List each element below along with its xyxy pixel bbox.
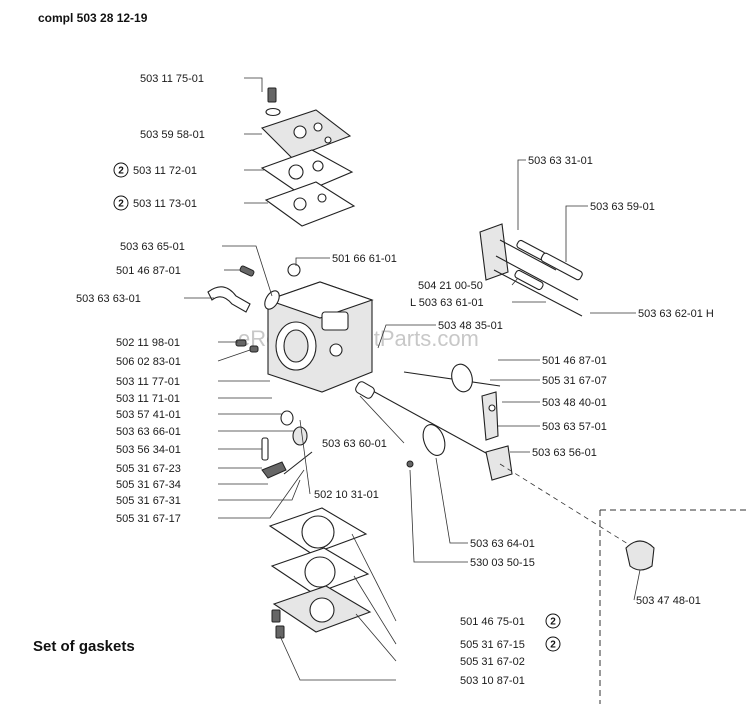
adjusting-needles-drawing — [479, 223, 583, 317]
part-label: 503 11 72-01 — [133, 165, 197, 177]
qty-badge: 2 — [113, 195, 129, 211]
part-label: 503 63 31-01 — [528, 155, 593, 167]
part-label: 503 63 64-01 — [470, 538, 535, 550]
part-label: 501 66 61-01 — [332, 253, 397, 265]
carburetor-body-drawing — [266, 281, 374, 393]
qty-badge: 2 — [545, 613, 561, 629]
intake-fitting-drawing — [625, 540, 655, 571]
part-label: 503 56 34-01 — [116, 444, 181, 456]
part-label: 505 31 67-07 — [542, 375, 607, 387]
qty-badge: 2 — [545, 636, 561, 652]
part-label: 502 11 98-01 — [116, 337, 180, 349]
part-label: 505 31 67-15 — [460, 639, 525, 651]
part-labels: 503 11 75-01 503 59 58-01 503 11 72-01 5… — [76, 73, 714, 687]
small-parts-left-drawing — [235, 263, 313, 479]
part-label: 503 59 58-01 — [140, 129, 205, 141]
part-label: 503 63 66-01 — [116, 426, 181, 438]
part-label: 504 21 00-50 — [418, 280, 483, 292]
part-label: 503 57 41-01 — [116, 409, 181, 421]
svg-text:2: 2 — [550, 617, 556, 628]
part-label: 503 63 62-01 H — [638, 308, 714, 320]
part-label: 501 46 87-01 — [542, 355, 607, 367]
part-label: 503 63 60-01 — [322, 438, 387, 450]
pump-gasket-drawing — [260, 149, 356, 227]
qty-badge: 2 — [113, 162, 129, 178]
optional-part-link — [499, 463, 629, 545]
section-title: Set of gaskets — [33, 638, 135, 655]
part-label: 503 10 87-01 — [460, 675, 525, 687]
svg-text:2: 2 — [118, 166, 124, 177]
metering-gaskets-drawing — [268, 507, 372, 639]
choke-shaft-drawing — [355, 381, 513, 481]
part-label: 530 03 50-15 — [470, 557, 535, 569]
part-label: 505 31 67-02 — [460, 656, 525, 668]
part-label: L 503 63 61-01 — [410, 297, 484, 309]
part-label: 503 11 71-01 — [116, 393, 180, 405]
part-label: 503 63 65-01 — [120, 241, 185, 253]
part-label: 502 10 31-01 — [314, 489, 379, 501]
part-label: 503 63 57-01 — [542, 421, 607, 433]
part-label: 503 48 40-01 — [542, 397, 607, 409]
svg-text:2: 2 — [118, 199, 124, 210]
part-label: 505 31 67-34 — [116, 479, 181, 491]
part-label: 503 63 56-01 — [532, 447, 597, 459]
part-label: 505 31 67-31 — [116, 495, 181, 507]
part-label: 503 11 73-01 — [133, 198, 197, 210]
part-label: 503 63 63-01 — [76, 293, 141, 305]
part-label: 503 47 48-01 — [636, 595, 701, 607]
pump-cover-drawing — [260, 109, 352, 159]
throttle-shaft-drawing — [403, 363, 501, 441]
fuel-elbow-drawing — [207, 286, 251, 313]
part-label: 503 11 75-01 — [140, 73, 204, 85]
optional-part-box — [599, 509, 750, 704]
cover-screw-drawing — [265, 87, 281, 117]
svg-text:2: 2 — [550, 640, 556, 651]
part-label: 501 46 75-01 — [460, 616, 525, 628]
leader-lines — [184, 77, 641, 681]
part-label: 503 48 35-01 — [438, 320, 503, 332]
part-label: 503 63 59-01 — [590, 201, 655, 213]
part-label: 505 31 67-17 — [116, 513, 181, 525]
assembly-number: compl 503 28 12-19 — [38, 11, 148, 25]
part-label: 501 46 87-01 — [116, 265, 181, 277]
part-label: 505 31 67-23 — [116, 463, 181, 475]
part-label: 506 02 83-01 — [116, 356, 181, 368]
part-label: 503 11 77-01 — [116, 376, 180, 388]
